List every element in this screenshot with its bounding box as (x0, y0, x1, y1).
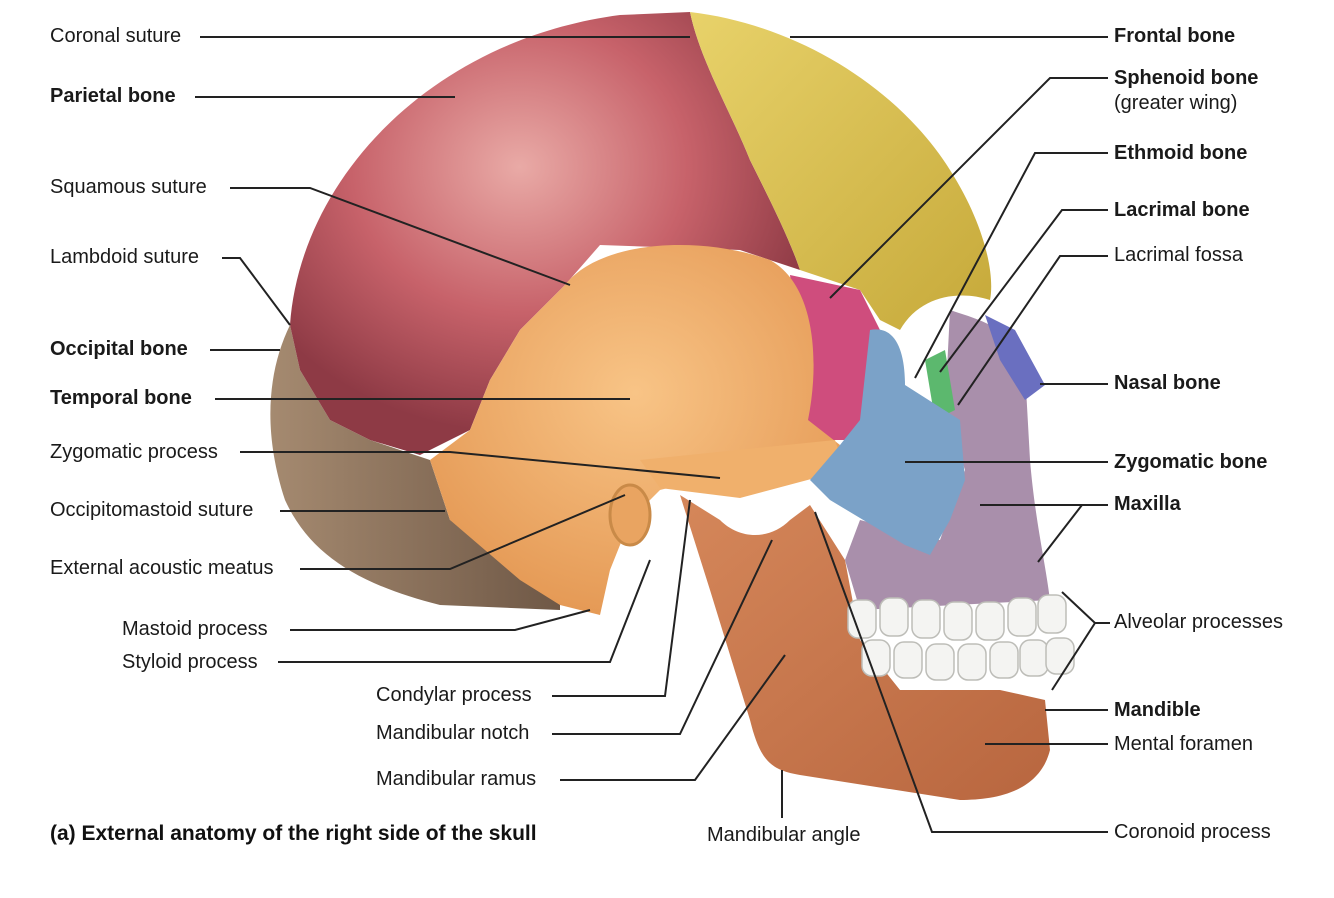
label-parietal-bone: Parietal bone (50, 85, 176, 107)
frontal-bone-shape (690, 12, 992, 330)
alveolar-processes-leader-2 (1051, 622, 1096, 691)
label-mandibular-ramus: Mandibular ramus (376, 768, 537, 790)
label-mental-foramen: Mental foramen (1114, 733, 1253, 755)
label-mastoid-process: Mastoid process (122, 618, 268, 640)
ethmoid-bone-leader (914, 152, 1108, 379)
parietal-bone-shape (290, 12, 800, 455)
label-alveolar-processes: Alveolar processes (1114, 611, 1283, 633)
teeth-group (847, 594, 1075, 681)
label-lambdoid-suture: Lambdoid suture (50, 246, 199, 268)
upper-tooth (1007, 597, 1037, 637)
label-ethmoid-bone: Ethmoid bone (1114, 142, 1248, 164)
upper-tooth (911, 599, 941, 639)
lower-tooth (989, 641, 1019, 679)
external-acoustic-meatus-leader (300, 494, 626, 570)
label-maxilla: Maxilla (1114, 493, 1181, 515)
ear-canal-shape (608, 483, 652, 547)
condylar-process-leader (552, 499, 691, 697)
mandibular-notch-leader (552, 539, 773, 735)
label-lacrimal-bone: Lacrimal bone (1114, 199, 1250, 221)
lacrimal-bone-leader (939, 209, 1108, 373)
zygomatic-process-shape (640, 440, 845, 498)
maxilla-leader-2 (1037, 504, 1083, 563)
sphenoid-bone-shape (790, 275, 880, 440)
upper-tooth (975, 601, 1005, 641)
temporal-bone-shape (430, 245, 840, 616)
label-squamous-suture: Squamous suture (50, 176, 207, 198)
label-frontal-bone: Frontal bone (1114, 25, 1236, 47)
mandibular-ramus-leader (560, 654, 786, 781)
label-sphenoid-greater-wing: (greater wing) (1114, 92, 1238, 114)
lower-tooth (893, 641, 923, 679)
label-coronal-suture: Coronal suture (50, 25, 182, 47)
label-lacrimal-fossa: Lacrimal fossa (1114, 244, 1243, 266)
label-nasal-bone: Nasal bone (1114, 372, 1221, 394)
label-mandible: Mandible (1114, 699, 1201, 721)
label-zygomatic-process: Zygomatic process (50, 441, 218, 463)
label-mandibular-notch: Mandibular notch (376, 722, 530, 744)
figure-caption: (a) External anatomy of the right side o… (50, 822, 537, 845)
lower-tooth (925, 643, 955, 681)
upper-tooth (1037, 594, 1067, 634)
nasal-bone-shape (985, 315, 1045, 400)
squamous-suture-leader (230, 187, 571, 286)
lower-tooth (1019, 639, 1049, 677)
lower-tooth (957, 643, 987, 681)
lower-tooth (861, 639, 891, 677)
upper-tooth (847, 599, 877, 639)
zygomatic-process-leader (240, 451, 721, 479)
label-sphenoid-bone: Sphenoid bone (1114, 67, 1259, 89)
zygomatic-bone-shape (810, 329, 965, 555)
label-styloid-process: Styloid process (122, 651, 258, 673)
label-mandibular-angle: Mandibular angle (707, 824, 861, 846)
lambdoid-suture-leader (222, 257, 291, 326)
alveolar-processes-leader (1061, 591, 1110, 624)
label-external-acoustic-meatus: External acoustic meatus (50, 557, 274, 579)
mastoid-process-leader (290, 609, 591, 631)
styloid-process-leader (278, 559, 651, 663)
label-occipital-bone: Occipital bone (50, 338, 188, 360)
lacrimal-fossa-leader (957, 255, 1108, 406)
label-temporal-bone: Temporal bone (50, 387, 192, 409)
label-zygomatic-bone: Zygomatic bone (1114, 451, 1268, 473)
label-coronoid-process: Coronoid process (1114, 821, 1271, 843)
label-condylar-process: Condylar process (376, 684, 532, 706)
leader-lines (195, 36, 1110, 833)
lower-tooth (1045, 637, 1075, 675)
upper-tooth (943, 601, 973, 641)
sphenoid-bone-leader (829, 77, 1108, 299)
label-occipitomastoid-suture: Occipitomastoid suture (50, 499, 254, 521)
coronoid-process-leader (814, 511, 1108, 833)
upper-tooth (879, 597, 909, 637)
